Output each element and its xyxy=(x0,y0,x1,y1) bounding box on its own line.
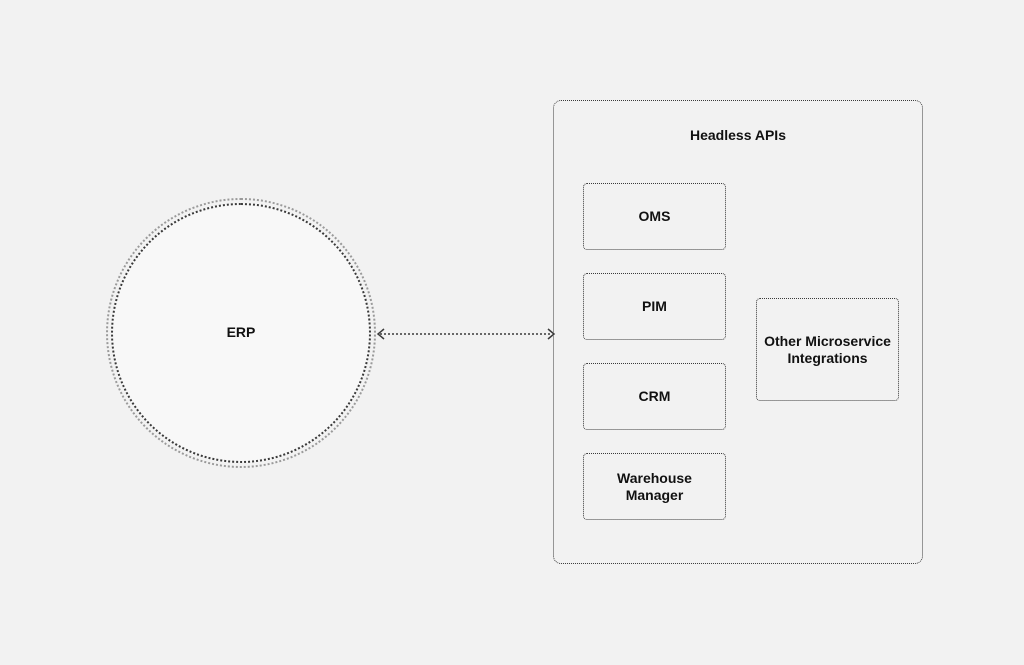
erp-node xyxy=(111,203,371,463)
erp-api-connector xyxy=(376,328,556,340)
warehouse-manager-box: Warehouse Manager xyxy=(583,453,726,520)
pim-label: PIM xyxy=(642,298,667,314)
oms-label: OMS xyxy=(638,208,671,224)
crm-service-box: CRM xyxy=(583,363,726,430)
arrow-left-icon xyxy=(376,328,385,340)
other-microservice-box: Other Microservice Integrations xyxy=(756,298,899,401)
pim-service-box: PIM xyxy=(583,273,726,340)
other-microservice-label: Other Microservice Integrations xyxy=(764,332,891,366)
arrow-right-icon xyxy=(547,328,556,340)
headless-apis-group xyxy=(553,100,923,564)
erp-label: ERP xyxy=(226,324,256,340)
oms-service-box: OMS xyxy=(583,183,726,250)
warehouse-manager-label: Warehouse Manager xyxy=(617,469,692,503)
erp-outer-ring xyxy=(106,198,376,468)
headless-apis-title: Headless APIs xyxy=(690,127,786,143)
crm-label: CRM xyxy=(638,388,671,404)
